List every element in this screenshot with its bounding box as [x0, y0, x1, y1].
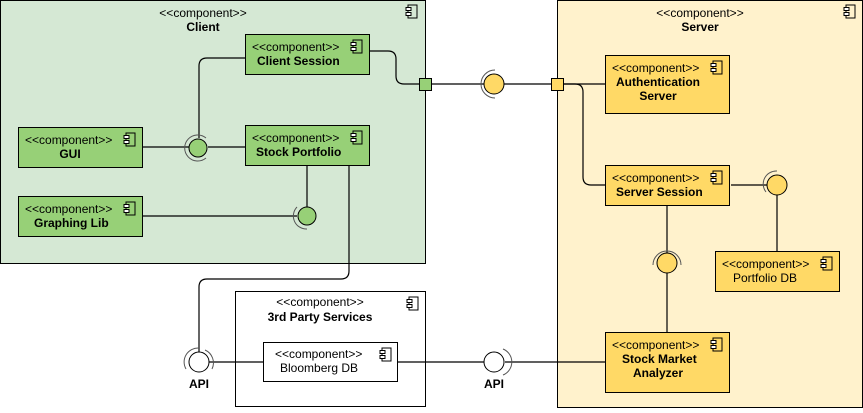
server-port[interactable] [551, 78, 564, 91]
svg-text:Stock Market: Stock Market [622, 352, 697, 366]
interface-api-left[interactable] [183, 347, 214, 373]
server-title: Server [681, 20, 719, 34]
svg-text:<<component>>: <<component>> [252, 40, 339, 54]
interface-api-right[interactable] [483, 348, 513, 376]
component-server-session[interactable]: <<component>> Server Session [605, 165, 730, 206]
server-stereotype: <<component>> [656, 6, 743, 20]
svg-text:Graphing Lib: Graphing Lib [34, 216, 109, 230]
svg-text:Authentication: Authentication [616, 75, 700, 89]
component-stock-market-analyzer[interactable]: <<component>> Stock Market Analyzer [605, 332, 730, 393]
connector-client-session-interface [198, 57, 245, 138]
connector-client-session-port [369, 50, 419, 85]
connector-stock-portfolio-api [198, 165, 350, 352]
svg-text:Stock Portfolio: Stock Portfolio [256, 145, 341, 159]
svg-text:<<component>>: <<component>> [722, 257, 809, 271]
api-left-label: API [189, 377, 209, 391]
svg-text:<<component>>: <<component>> [612, 61, 699, 75]
interface-server[interactable] [480, 69, 505, 99]
third-party-title: 3rd Party Services [268, 310, 373, 324]
component-client-session[interactable]: <<component>> Client Session [245, 34, 370, 75]
component-graphing-lib[interactable]: <<component>> Graphing Lib [18, 196, 143, 237]
component-gui[interactable]: <<component>> GUI [18, 127, 143, 168]
api-right-label: API [484, 377, 504, 391]
interface-analyzer[interactable] [652, 250, 682, 274]
interface-client-session[interactable] [184, 134, 208, 162]
interface-portfolio-db[interactable] [762, 170, 788, 196]
svg-text:<<component>>: <<component>> [25, 133, 112, 147]
svg-text:<<component>>: <<component>> [25, 202, 112, 216]
third-party-stereotype: <<component>> [276, 295, 363, 309]
svg-text:<<component>>: <<component>> [612, 338, 699, 352]
svg-text:Portfolio DB: Portfolio DB [733, 271, 797, 285]
client-title: Client [186, 20, 219, 34]
svg-text:Analyzer: Analyzer [633, 366, 683, 380]
svg-text:Bloomberg DB: Bloomberg DB [280, 361, 358, 375]
svg-text:<<component>>: <<component>> [612, 171, 699, 185]
connector-port-server-session [563, 83, 605, 186]
svg-text:<<component>>: <<component>> [252, 131, 339, 145]
client-stereotype: <<component>> [159, 6, 246, 20]
component-portfolio-db[interactable]: <<component>> Portfolio DB [715, 251, 840, 292]
component-authentication-server[interactable]: <<component>> Authentication Server [605, 55, 730, 114]
svg-text:Server Session: Server Session [616, 185, 703, 199]
component-stock-portfolio[interactable]: <<component>> Stock Portfolio [245, 125, 370, 166]
svg-text:GUI: GUI [59, 147, 80, 161]
client-port[interactable] [419, 78, 432, 91]
svg-text:Client Session: Client Session [257, 54, 340, 68]
interface-graphing[interactable] [292, 206, 317, 230]
component-bloomberg-db[interactable]: <<component>> Bloomberg DB [263, 342, 398, 382]
svg-text:<<component>>: <<component>> [275, 347, 362, 361]
connectors [142, 50, 778, 363]
svg-text:Server: Server [639, 89, 677, 103]
